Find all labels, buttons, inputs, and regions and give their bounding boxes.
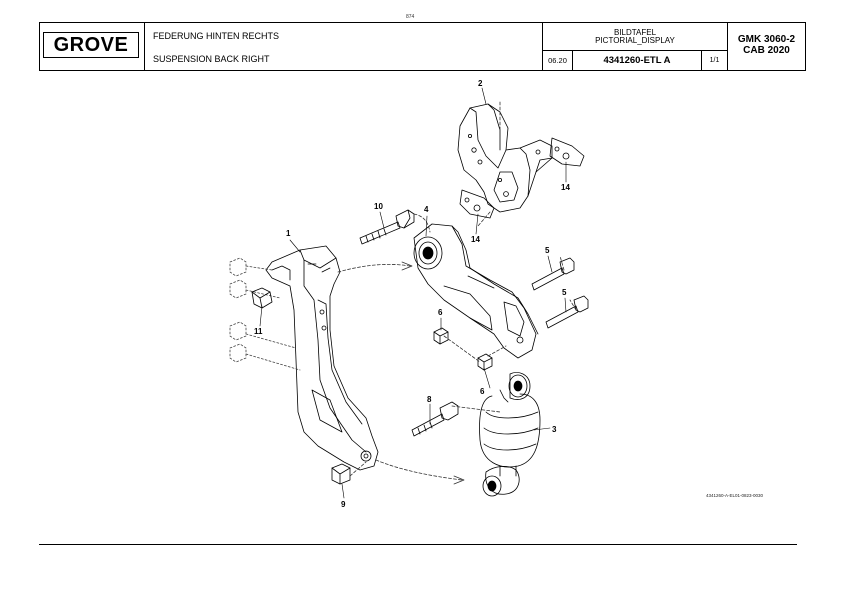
callout-14-lower: 14	[471, 235, 480, 244]
model-variant: CAB 2020	[743, 45, 790, 56]
document-number: 4341260-ETL A	[573, 51, 702, 70]
title-german: FEDERUNG HINTEN RECHTS	[153, 31, 280, 41]
model-name: GMK 3060-2	[737, 34, 796, 45]
callout-5-upper: 5	[545, 246, 550, 255]
title-english: SUSPENSION BACK RIGHT	[153, 54, 270, 64]
part-nut-11	[251, 287, 273, 309]
part-bolt-5-upper	[531, 257, 575, 291]
title-block: GROVE FEDERUNG HINTEN RECHTS SUSPENSION …	[39, 22, 806, 71]
callout-4: 4	[424, 205, 429, 214]
page-number: 874	[406, 14, 415, 20]
part-plate-upper	[549, 137, 585, 167]
callout-1: 1	[286, 229, 291, 238]
model-cell: GMK 3060-2 CAB 2020	[728, 23, 805, 70]
dashed-hardware-ghosts	[229, 257, 301, 371]
callout-5-lower: 5	[562, 288, 567, 297]
part-plate-lower	[459, 189, 495, 219]
part-nut-6-left	[433, 327, 449, 345]
display-type-cell: BILDTAFEL PICTORIAL_DISPLAY	[543, 23, 728, 51]
callout-8: 8	[427, 395, 432, 404]
display-type-english: PICTORIAL_DISPLAY	[595, 36, 675, 45]
part-swing-arm	[413, 223, 539, 359]
part-nut-9	[331, 463, 351, 485]
date-cell: 06.20	[543, 51, 573, 70]
callout-14-upper: 14	[561, 183, 570, 192]
drawing-id: 4341260-A-EL01-0823-0030	[706, 493, 764, 498]
display-type-german: BILDTAFEL	[613, 28, 657, 37]
callout-3: 3	[552, 425, 557, 434]
part-main-frame	[265, 245, 379, 471]
logo-cell: GROVE	[40, 23, 145, 70]
callout-11: 11	[254, 327, 263, 336]
callout-6-left: 6	[438, 308, 443, 317]
part-shock-absorber	[479, 372, 541, 497]
callout-2: 2	[478, 79, 483, 88]
grove-logo: GROVE	[43, 32, 139, 58]
part-bolt-8	[411, 401, 459, 437]
sheet-number: 1/1	[702, 51, 728, 70]
assembly-lines	[337, 101, 577, 485]
callouts: 1 2 3 4 5 5 6 6 8 9 10 11 14 14	[254, 79, 570, 509]
bottom-rule	[39, 544, 797, 545]
callout-10: 10	[374, 202, 383, 211]
callout-6-center: 6	[480, 387, 485, 396]
part-bolt-5-lower	[545, 295, 589, 329]
callout-9: 9	[341, 500, 346, 509]
part-nut-6-center	[477, 353, 493, 371]
leader-lines	[259, 87, 567, 499]
title-cell: FEDERUNG HINTEN RECHTS SUSPENSION BACK R…	[145, 23, 543, 70]
part-upper-bracket	[457, 103, 553, 213]
part-bolt-10	[359, 209, 415, 245]
